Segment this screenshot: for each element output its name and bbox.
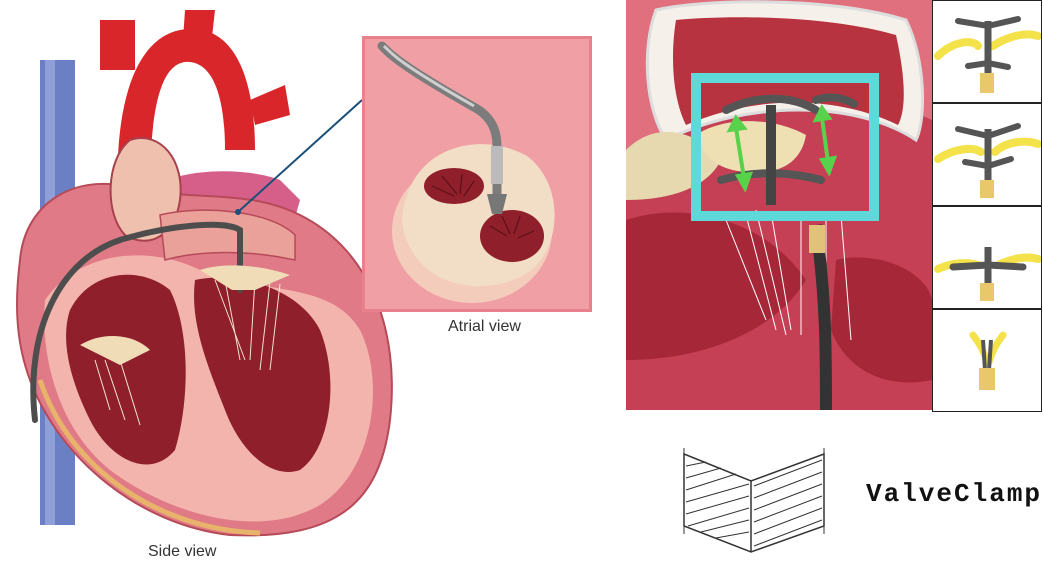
clamp-device-icon — [933, 310, 1041, 411]
valveclamp-detail-illustration — [626, 0, 932, 410]
atrial-view-caption: Atrial view — [448, 318, 521, 336]
clamp-device-icon — [933, 104, 1041, 205]
clamp-stage-2 — [932, 103, 1042, 206]
clamp-device-icon — [933, 207, 1041, 308]
clamp-stage-1 — [932, 0, 1042, 103]
clamp-device-icon — [933, 1, 1041, 102]
side-view-caption: Side view — [148, 543, 216, 561]
side-view-heart-illustration — [0, 0, 400, 545]
atrial-view-illustration — [362, 36, 592, 312]
brand-name: ValveClamp — [866, 479, 1042, 509]
clamp-stage-4 — [932, 309, 1042, 412]
valveclamp-logo — [676, 446, 834, 558]
clamp-stage-3 — [932, 206, 1042, 309]
